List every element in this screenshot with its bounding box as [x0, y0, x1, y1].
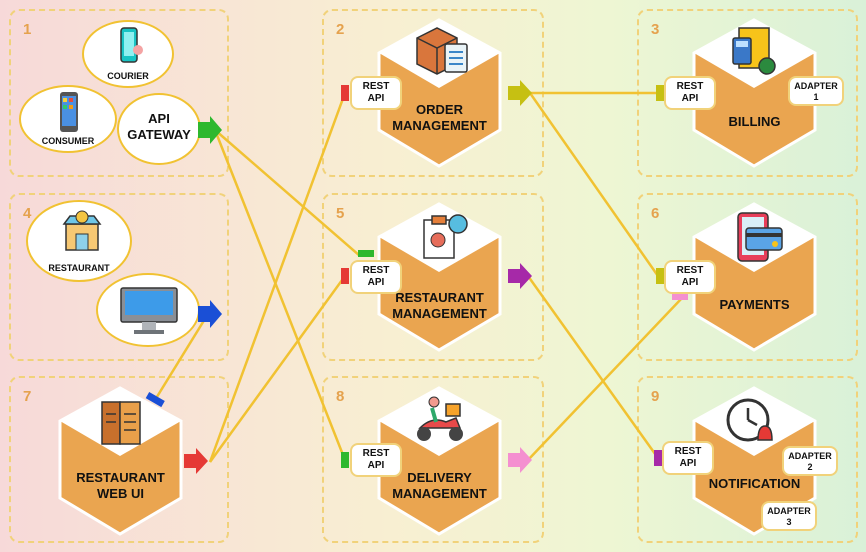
- restaurant-circle: RESTAURANT: [26, 200, 132, 282]
- notification-label: NOTIFICATION: [708, 476, 801, 491]
- adapter-2: ADAPTER 2: [782, 446, 838, 476]
- mobile-icon: [60, 92, 78, 132]
- rest-api-billing: REST API: [664, 76, 716, 110]
- card-phone-icon: [737, 212, 783, 262]
- restaurant-label: RESTAURANT: [48, 263, 110, 273]
- panel-number: 6: [651, 205, 660, 222]
- panel-number: 5: [336, 205, 345, 222]
- bill-icon: [732, 27, 776, 75]
- delivery-management-label: DELIVERY MANAGEMENT: [392, 470, 487, 501]
- panel-8: 8: [322, 376, 544, 543]
- consumer-label: CONSUMER: [41, 136, 95, 146]
- billing-label: BILLING: [728, 114, 781, 129]
- panel-number: 1: [23, 21, 32, 38]
- adapter-3: ADAPTER 3: [761, 501, 817, 531]
- panel-6: 6: [637, 193, 858, 361]
- panel-4: 4: [9, 193, 229, 361]
- panel-number: 9: [651, 388, 660, 405]
- arrows: [184, 80, 532, 474]
- panel-5: 5: [322, 193, 544, 361]
- api-gateway-label: API GATEWAY: [127, 111, 191, 142]
- adapter-1: ADAPTER 1: [788, 76, 844, 106]
- restaurant-web-ui-label: RESTAURANT WEB UI: [76, 470, 165, 501]
- panel-number: 2: [336, 21, 345, 38]
- rest-api-delivery: REST API: [350, 443, 402, 477]
- chef-clipboard-icon: [423, 214, 468, 259]
- panel-number: 8: [336, 388, 345, 405]
- scooter-icon: [417, 396, 463, 441]
- rest-api-notification: REST API: [662, 441, 714, 475]
- restaurant-management-label: RESTAURANT MANAGEMENT: [392, 290, 487, 321]
- panel-number: 7: [23, 388, 32, 405]
- panel-7: 7: [9, 376, 229, 543]
- consumer-circle: CONSUMER: [19, 85, 117, 153]
- clock-icon: [726, 398, 773, 442]
- box-icon: [416, 27, 468, 75]
- courier-label: COURIER: [107, 71, 149, 81]
- monitor-circle: [96, 273, 200, 347]
- restaurant-icon: [62, 210, 102, 251]
- rest-api-order: REST API: [350, 76, 402, 110]
- panel-number: 3: [651, 21, 660, 38]
- rest-api-restaurant: REST API: [350, 260, 402, 294]
- monitor-icon: [120, 287, 178, 334]
- order-management-label: ORDER MANAGEMENT: [392, 102, 487, 133]
- rest-api-payments: REST API: [664, 260, 716, 294]
- courier-circle: COURIER: [82, 20, 174, 88]
- phone-icon: [120, 27, 143, 63]
- connector-markers: [145, 85, 688, 468]
- panel-number: 4: [23, 205, 32, 222]
- payments-label: PAYMENTS: [719, 297, 790, 312]
- panel-9: 9: [637, 376, 858, 543]
- menu-icon: [101, 401, 141, 445]
- panel-1: 1: [9, 9, 229, 177]
